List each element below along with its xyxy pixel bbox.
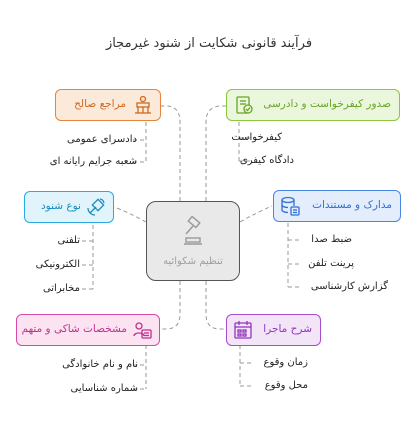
center-label: تنظیم شکوائیه (163, 256, 223, 267)
list-item: زمان وقوع (263, 357, 309, 368)
node-complainant-label: مشخصات شاکی و متهم (21, 323, 127, 335)
id-card-icon (133, 322, 152, 339)
database-icon (281, 196, 300, 216)
node-evidence-label: مدارک و مستندات (312, 199, 392, 211)
gavel-icon (184, 216, 202, 245)
document-check-icon (236, 96, 253, 114)
list-item: دادگاه کیفری (239, 155, 294, 166)
list-item: تلفنی (57, 235, 80, 246)
list-item: کیفرخواست (231, 132, 282, 143)
node-evidence: مدارک و مستندات (273, 190, 401, 222)
list-item: شعبه جرایم رایانه ای (49, 156, 137, 167)
list-item: محل وقوع (264, 380, 308, 391)
diagram-title: فرآیند قانونی شکایت از شنود غیرمجاز (105, 36, 313, 51)
courthouse-icon (135, 95, 151, 114)
node-type: نوع شنود (24, 191, 114, 223)
node-authority-label: مراجع صالح (74, 98, 126, 110)
center-node: تنظیم شکوائیه (146, 201, 240, 281)
node-description: شرح ماجرا (226, 314, 321, 346)
satellite-icon (87, 198, 105, 216)
node-description-label: شرح ماجرا (263, 323, 312, 335)
node-issuance-label: صدور کیفرخواست و دادرسی (263, 98, 391, 110)
list-item: نام و نام خانوادگی (62, 359, 138, 370)
list-item: مخابراتی (42, 283, 80, 294)
list-item: الکترونیکی (35, 259, 80, 270)
list-item: ضبط صدا (311, 234, 352, 245)
node-issuance: صدور کیفرخواست و دادرسی (226, 89, 400, 121)
list-item: شماره شناسایی (70, 383, 138, 394)
list-item: گزارش کارشناسی (310, 281, 388, 292)
node-authority: مراجع صالح (55, 89, 161, 121)
calendar-icon (234, 321, 252, 339)
node-complainant: مشخصات شاکی و متهم (16, 314, 160, 346)
list-item: دادسرای عمومی (67, 134, 137, 145)
node-type-label: نوع شنود (40, 200, 81, 212)
list-item: پرینت تلفن (308, 258, 354, 269)
